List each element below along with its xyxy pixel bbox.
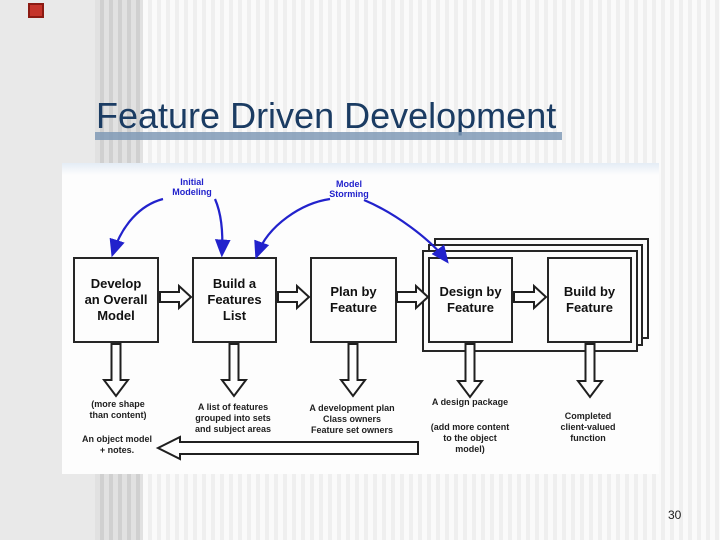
caption-design-package: A design package <box>431 397 509 407</box>
slide-title: Feature Driven Development <box>96 95 557 137</box>
process-box-design-by-feature: Design by Feature <box>428 257 513 343</box>
caption-features-list: A list of features grouped into sets and… <box>194 402 272 434</box>
panel-top-tint <box>62 163 659 175</box>
output-arrow-down-3 <box>339 343 367 398</box>
output-arrow-down-5 <box>576 343 604 399</box>
model-storming-curve-left <box>254 197 331 260</box>
model-storming-curve-right <box>363 198 449 264</box>
initial-modeling-curve-left <box>109 197 164 258</box>
process-box-develop-overall-model: Develop an Overall Model <box>73 257 159 343</box>
caption-more-shape: (more shape than content) <box>89 399 147 420</box>
model-storming-label: Model Storming <box>329 179 369 199</box>
initial-modeling-label: Initial Modeling <box>172 177 212 197</box>
flow-arrow-right-3 <box>396 283 430 311</box>
flow-arrow-right-2 <box>277 283 311 311</box>
initial-modeling-curve-right <box>213 198 231 258</box>
flow-arrow-right-4 <box>513 283 548 311</box>
diagram-arrows <box>102 197 604 461</box>
caption-development-plan: A development plan Class owners Feature … <box>309 403 395 435</box>
process-box-build-by-feature: Build by Feature <box>547 257 632 343</box>
title-underline-bar <box>95 132 562 140</box>
caption-add-content: (add more content to the object model) <box>430 422 510 454</box>
output-arrow-down-4 <box>456 343 484 399</box>
page-number: 30 <box>668 508 682 522</box>
process-box-build-features-list: Build a Features List <box>192 257 277 343</box>
feedback-arrow-left <box>155 435 419 461</box>
caption-completed-function: Completed client-valued function <box>560 411 616 443</box>
diagram-panel: Develop an Overall Model Build a Feature… <box>62 163 659 474</box>
red-square-decoration <box>28 3 44 18</box>
output-arrow-down-2 <box>220 343 248 398</box>
output-arrow-down-1 <box>102 343 130 398</box>
caption-object-model: An object model + notes. <box>81 434 153 455</box>
flow-arrow-right-1 <box>159 283 193 311</box>
